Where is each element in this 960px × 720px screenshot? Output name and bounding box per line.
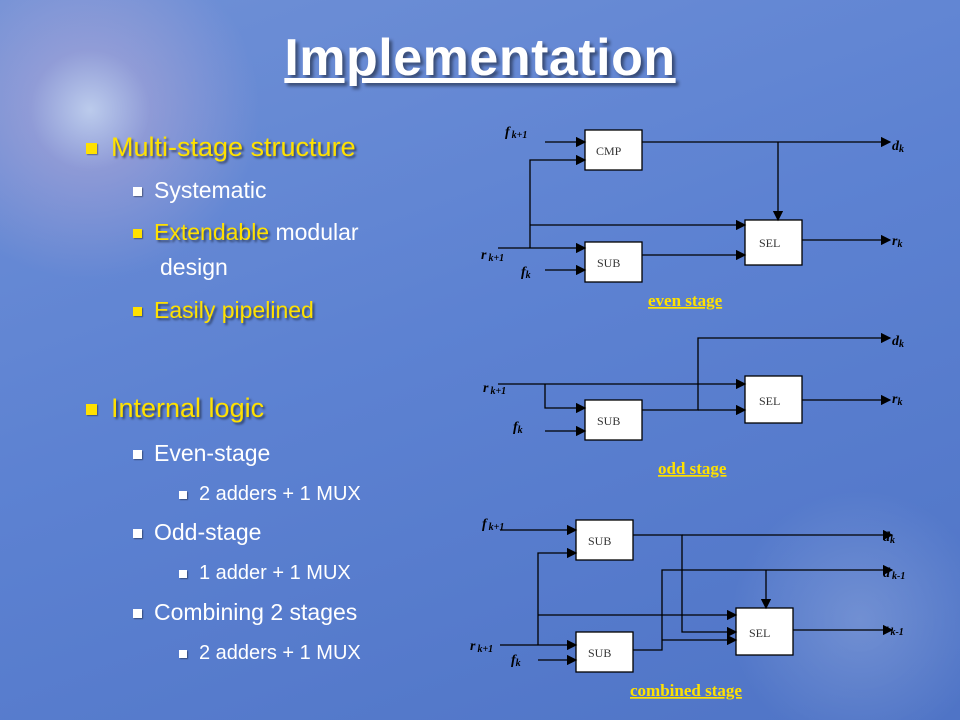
bullet-marker-icon: [133, 187, 142, 197]
bullet-systematic: Systematic: [133, 177, 266, 204]
combined-sub1-label: SUB: [588, 534, 611, 548]
bullet-marker-icon: [133, 229, 142, 239]
odd-d-out-label: dk: [892, 334, 904, 350]
odd-stage-caption: odd stage: [658, 459, 727, 478]
odd-sub-label: SUB: [597, 414, 620, 428]
bullet-text: 2 adders + 1 MUX: [199, 483, 361, 505]
even-stage-caption: even stage: [648, 291, 723, 310]
bullet-text: Even-stage: [154, 440, 271, 466]
odd-sel-block: [744, 375, 803, 424]
bullet-text: 2 adders + 1 MUX: [199, 642, 361, 664]
bullet-text: Combining 2 stages: [154, 599, 358, 625]
even-sub-label: SUB: [597, 256, 620, 270]
bullet-extendable: Extendable modular: [133, 219, 359, 246]
bullet-marker-icon: [133, 529, 142, 539]
bullet-text: Systematic: [154, 177, 267, 203]
even-fk-label: fk: [521, 265, 531, 281]
bullet-extendable-cont: design: [160, 254, 228, 281]
bullet-text: 1 adder + 1 MUX: [199, 562, 351, 584]
bullet-marker-icon: [86, 143, 97, 155]
bullet-marker-icon: [86, 404, 97, 416]
even-d-out-label: dk: [892, 139, 904, 155]
combined-stage-caption: combined stage: [630, 681, 742, 700]
bullet-combining: Combining 2 stages: [133, 599, 357, 626]
bullet-marker-icon: [179, 490, 187, 499]
bullet-even: Even-stage: [133, 440, 270, 467]
odd-fk-label: fk: [513, 420, 523, 436]
bullet-odd: Odd-stage: [133, 519, 261, 546]
combined-fk-label: fk: [511, 653, 521, 669]
odd-stage-diagram: [498, 332, 892, 441]
bullet-pipelined: Easily pipelined: [133, 297, 314, 324]
even-sel-block: [744, 219, 803, 266]
bullet-marker-icon: [179, 649, 187, 658]
bullet-text: Multi-stage structure: [111, 132, 356, 162]
bullet-even-detail: 2 adders + 1 MUX: [179, 483, 361, 506]
bullet-marker-icon: [133, 450, 142, 460]
even-r-out-label: rk: [892, 234, 902, 250]
bullet-text: design: [160, 254, 228, 280]
bullet-marker-icon: [179, 569, 187, 578]
slide-title: Implementation: [284, 29, 676, 87]
combined-stage-diagram: [500, 519, 894, 673]
bullet-internal: Internal logic: [86, 393, 264, 424]
combined-dk-label: dk: [883, 530, 895, 546]
bullet-text: Internal logic: [111, 393, 265, 423]
bullet-multistage: Multi-stage structure: [86, 132, 356, 163]
combined-sub1-block: [575, 519, 634, 561]
bullet-marker-icon: [133, 609, 142, 619]
combined-sel-label: SEL: [749, 626, 770, 640]
even-sel-label: SEL: [759, 236, 780, 250]
highlight-text: Extendable: [154, 219, 270, 245]
bullet-text: Easily pipelined: [154, 297, 314, 323]
combined-sub2-block: [575, 631, 634, 673]
odd-r-out-label: rk: [892, 392, 902, 408]
odd-sub-block: [584, 399, 643, 441]
odd-sel-label: SEL: [759, 394, 780, 408]
even-cmp-label: CMP: [596, 144, 622, 158]
even-stage-diagram: [498, 129, 892, 283]
combined-sub2-label: SUB: [588, 646, 611, 660]
bullet-text: modular: [269, 219, 359, 245]
bullet-text: Odd-stage: [154, 519, 262, 545]
even-cmp-block: [584, 129, 643, 171]
bullet-odd-detail: 1 adder + 1 MUX: [179, 562, 351, 585]
bullet-marker-icon: [133, 307, 142, 317]
even-sub-block: [584, 241, 643, 283]
bullet-combining-detail: 2 adders + 1 MUX: [179, 642, 361, 665]
